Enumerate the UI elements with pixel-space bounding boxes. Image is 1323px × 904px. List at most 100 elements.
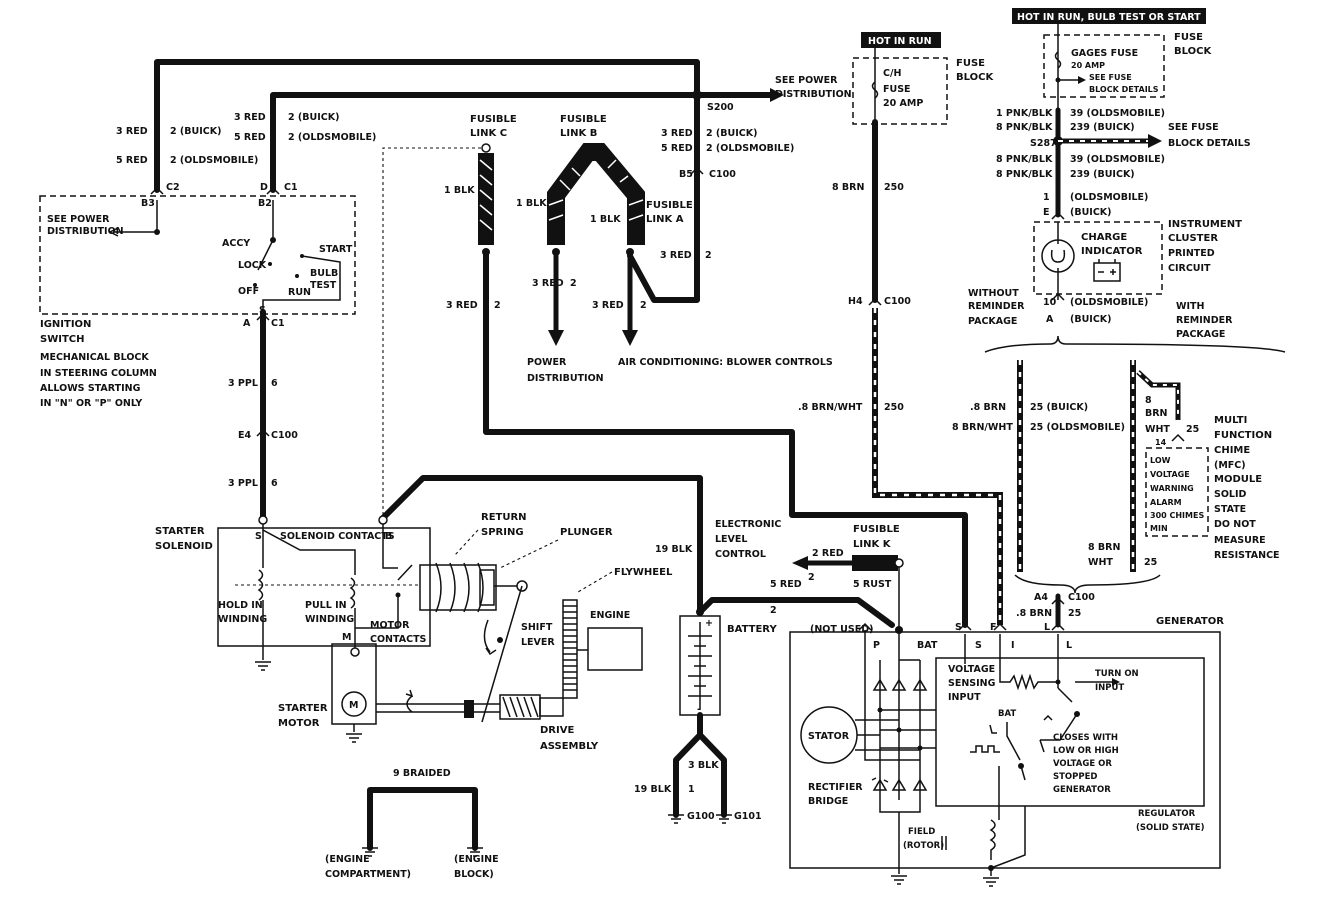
chime-module-box: [1145, 447, 1209, 537]
diagram-label: SOLID: [1214, 489, 1247, 500]
diagram-label: (NOT USED): [810, 624, 873, 635]
diagram-label: STARTER: [278, 703, 328, 714]
diagram-label: RETURN: [481, 512, 527, 523]
diagram-label: S: [255, 531, 262, 542]
diagram-label: STOPPED: [1053, 772, 1097, 782]
ignition-connectors: 3 RED 2 (BUICK) 5 RED 2 (OLDSMOBILE) 3 R…: [116, 112, 376, 489]
diagram-label: BAT: [998, 709, 1016, 719]
diagram-label: LOCK: [238, 260, 267, 271]
generator: GENERATOR (NOT USED) P BAT S F I L S L S…: [789, 616, 1224, 887]
braided-ground: 9 BRAIDED (ENGINE COMPARTMENT) (ENGINE B…: [325, 768, 499, 880]
diagram-label: (SOLID STATE): [1136, 823, 1205, 833]
diagram-label: C1: [284, 182, 298, 193]
diagram-label: ASSEMBLY: [540, 741, 599, 752]
diagram-label: 3 RED: [446, 300, 478, 311]
diagram-label: CHARGE: [1081, 232, 1127, 243]
diagram-label: 8 PNK/BLK: [996, 169, 1053, 180]
diagram-label: WINDING: [218, 614, 267, 625]
regulator-box: [935, 657, 1205, 807]
diagram-label: ELECTRONIC: [715, 519, 781, 530]
diagram-label: (OLDSMOBILE): [1070, 192, 1148, 203]
diagram-label: ALLOWS STARTING: [40, 383, 141, 394]
diagram-label: REMINDER: [1176, 315, 1233, 326]
diagram-label: PACKAGE: [1176, 329, 1225, 340]
gages-fuse-block: HOT IN RUN, BULB TEST OR START GAGES FUS…: [996, 8, 1251, 220]
diagram-label: (ROTOR): [903, 841, 944, 851]
diagram-label: D: [260, 182, 268, 193]
diagram-label: B5: [679, 169, 693, 180]
diagram-label: DO NOT: [1214, 519, 1256, 530]
diagram-label: WARNING: [1150, 484, 1194, 493]
diagram-label: .8 BRN: [1016, 608, 1052, 619]
diagram-label: S: [955, 622, 962, 633]
diagram-label: IN "N" OR "P" ONLY: [40, 398, 142, 409]
diagram-label: 8 BRN/WHT: [952, 422, 1013, 433]
diagram-label: BLOCK): [454, 869, 494, 880]
diagram-label: BLOCK: [956, 72, 994, 83]
diagram-label: MOTOR: [278, 718, 320, 729]
diagram-label: E: [1043, 207, 1050, 218]
engine-block-icon: [587, 627, 643, 671]
diagram-label: 19 BLK: [655, 544, 693, 555]
diagram-label: 3 RED: [660, 250, 692, 261]
diagram-label: C1: [271, 318, 285, 329]
diagram-label: S287: [1030, 138, 1057, 149]
diagram-label: TEST: [310, 280, 337, 291]
diagram-label: B3: [141, 198, 155, 209]
battery-box: [679, 615, 721, 716]
fusible-link-k: [852, 555, 898, 571]
wire-braided: [367, 787, 478, 851]
diagram-label: ENGINE: [590, 610, 630, 621]
diagram-label: 2 (BUICK): [288, 112, 339, 123]
diagram-label: MOTOR: [370, 620, 410, 631]
diagram-label: FUSE: [1174, 32, 1203, 43]
diagram-label: SOLENOID: [155, 541, 213, 552]
diagram-label: LOW: [1150, 456, 1171, 465]
diagram-label: 2: [494, 300, 501, 311]
diagram-label: C100: [1068, 592, 1095, 603]
diagram-label: BLOCK DETAILS: [1168, 138, 1251, 149]
diagram-label: 25 (OLDSMOBILE): [1030, 422, 1125, 433]
diagram-label: B2: [258, 198, 272, 209]
diagram-label: (OLDSMOBILE): [1070, 297, 1148, 308]
diagram-label: S200: [707, 102, 734, 113]
diagram-label: 2 (OLDSMOBILE): [288, 132, 376, 143]
diagram-label: A4: [1034, 592, 1048, 603]
motor-m-icon: [341, 691, 367, 717]
diagram-label: SOLENOID CONTACTS: [280, 531, 395, 542]
diagram-label: I: [1011, 640, 1015, 651]
diagram-label: SEE FUSE: [1168, 122, 1219, 133]
diagram-label: FUSE: [883, 84, 911, 95]
diagram-label: L: [1066, 640, 1072, 651]
level-control-link-k: ELECTRONIC LEVEL CONTROL FUSIBLE LINK K …: [715, 519, 904, 628]
diagram-label: BLOCK: [1174, 46, 1212, 57]
diagram-label: GAGES FUSE: [1071, 48, 1138, 59]
diagram-label: VOLTAGE: [948, 664, 995, 675]
diagram-label: .8 BRN/WHT: [798, 402, 863, 413]
diagram-label: 250: [884, 402, 904, 413]
diagram-label: HOT IN RUN: [868, 36, 932, 47]
diagram-label: ALARM: [1150, 498, 1182, 507]
diagram-label: LEVER: [521, 637, 555, 648]
diagram-label: DISTRIBUTION: [775, 89, 852, 100]
diagram-label: (MFC): [1214, 460, 1246, 471]
diagram-label: S: [975, 640, 982, 651]
diagram-label: SHIFT: [521, 622, 553, 633]
diagram-label: SEE FUSE: [1089, 73, 1132, 82]
diagram-label: 2 (OLDSMOBILE): [706, 143, 794, 154]
wire-g100: [673, 712, 703, 818]
diagram-label: MODULE: [1214, 474, 1262, 485]
diagram-label: 5 RUST: [853, 579, 892, 590]
diagram-label: STARTER: [155, 526, 205, 537]
diagram-label: MEASURE: [1214, 535, 1266, 546]
diagram-label: 6: [271, 378, 278, 389]
diagram-label: INPUT: [1095, 683, 1124, 693]
diagram-label: WHT: [1088, 557, 1113, 568]
diagram-label: PACKAGE: [968, 316, 1017, 327]
diagram-label: L: [1044, 622, 1050, 633]
diagram-label: LEVEL: [715, 534, 747, 545]
diagram-label: F: [990, 622, 997, 633]
diagram-label: 1 BLK: [516, 198, 547, 209]
diagram-label: 1 PNK/BLK: [996, 108, 1053, 119]
diagram-label: SENSING: [948, 678, 996, 689]
